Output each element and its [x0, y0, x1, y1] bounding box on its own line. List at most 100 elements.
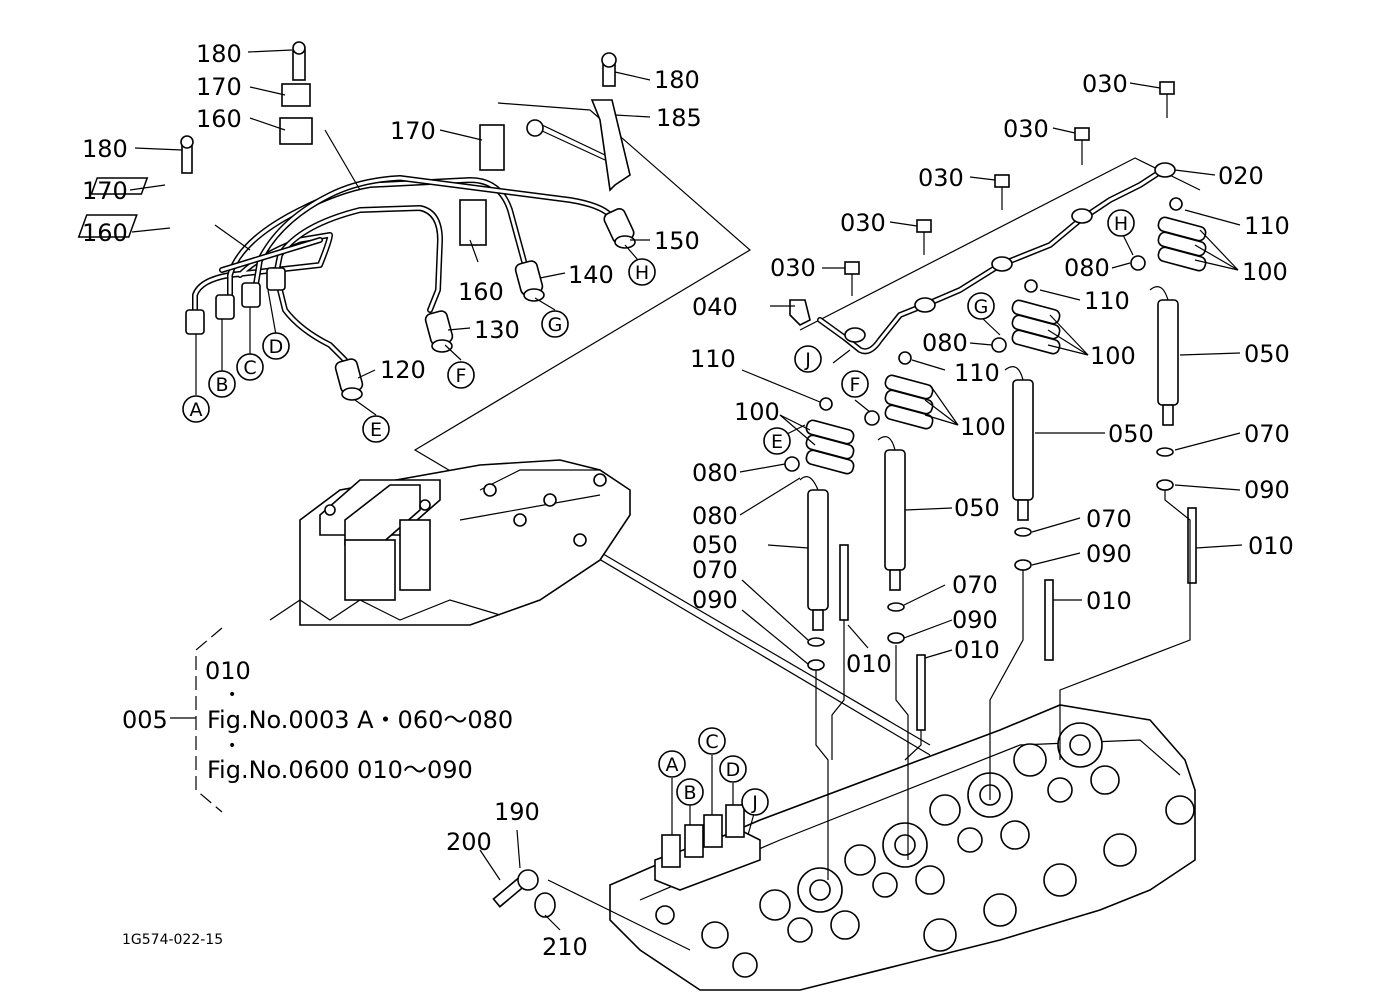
callout-090: 090 — [1244, 476, 1290, 504]
svg-text:C: C — [243, 357, 256, 379]
svg-text:D: D — [269, 336, 284, 358]
figure-code: 1G574-022-15 — [122, 932, 223, 948]
callout-150: 150 — [654, 227, 700, 255]
circle-letter-a: A — [658, 750, 686, 778]
callout-110: 110 — [954, 359, 1000, 387]
callout-140: 140 — [568, 261, 614, 289]
callout-030: 030 — [1082, 70, 1128, 98]
pipe-clamps — [77, 41, 631, 251]
circle-letter-g: G — [967, 292, 995, 320]
callout-050: 050 — [692, 531, 738, 559]
callout-010: 010 — [1086, 587, 1132, 615]
svg-text:J: J — [804, 349, 811, 371]
circle-letter-h: H — [1107, 209, 1135, 237]
circle-letter-c: C — [236, 353, 264, 381]
cylinder-head — [609, 704, 1196, 991]
svg-text:D: D — [726, 759, 741, 781]
circle-letter-f: F — [447, 361, 475, 389]
callout-160: 160 — [196, 105, 242, 133]
kit-line-3: Fig.No.0600 010～090 — [207, 756, 473, 784]
svg-text:H: H — [635, 262, 649, 284]
callout-110: 110 — [1244, 212, 1290, 240]
delivery-valves — [492, 755, 761, 951]
kit-line-1: 010 — [205, 657, 251, 685]
callout-010: 010 — [1248, 532, 1294, 560]
callout-100: 100 — [734, 398, 780, 426]
kit-bracket — [195, 627, 223, 813]
injection-pipes — [192, 175, 613, 363]
callout-labels: 180 170 160 180 170 160 170 160 180 185 … — [82, 40, 1294, 961]
svg-text:B: B — [215, 374, 228, 396]
callout-010: 010 — [846, 650, 892, 678]
svg-text:E: E — [370, 419, 382, 441]
svg-text:A: A — [666, 754, 679, 776]
callout-070: 070 — [692, 556, 738, 584]
svg-text:F: F — [850, 374, 861, 396]
circle-letter-a: A — [182, 395, 210, 423]
callout-110: 110 — [1084, 287, 1130, 315]
callout-080: 080 — [922, 329, 968, 357]
callout-070: 070 — [952, 571, 998, 599]
svg-text:G: G — [974, 296, 989, 318]
callout-050: 050 — [1108, 420, 1154, 448]
kit-number: 005 — [122, 706, 168, 734]
callout-080: 080 — [692, 459, 738, 487]
circle-letter-j: J — [794, 345, 822, 373]
callout-100: 100 — [1242, 258, 1288, 286]
callout-170: 170 — [82, 177, 128, 205]
callout-020: 020 — [1218, 162, 1264, 190]
svg-text:J: J — [751, 792, 758, 814]
circled-letters: A B C D E F G H J F E G H A B C D J — [182, 209, 1135, 816]
overflow-pipe — [789, 162, 1176, 355]
callout-080: 080 — [692, 502, 738, 530]
kit-dot-1: • — [228, 687, 236, 703]
circle-letter-h: H — [628, 258, 656, 286]
svg-text:A: A — [190, 399, 203, 421]
circle-letter-j: J — [741, 788, 769, 816]
svg-text:F: F — [456, 365, 467, 387]
callout-180: 180 — [654, 66, 700, 94]
callout-110: 110 — [690, 345, 736, 373]
callout-030: 030 — [840, 209, 886, 237]
callout-210: 210 — [542, 933, 588, 961]
injector-side-nuts — [334, 208, 636, 401]
injectors — [784, 197, 1207, 880]
callout-170: 170 — [196, 73, 242, 101]
circle-letter-d: D — [719, 755, 747, 783]
callout-185: 185 — [656, 104, 702, 132]
callout-030: 030 — [770, 254, 816, 282]
circle-letter-b: B — [208, 370, 236, 398]
callout-100: 100 — [960, 413, 1006, 441]
callout-160: 160 — [458, 278, 504, 306]
circle-letter-f: F — [841, 370, 869, 398]
kit-dot-2: • — [228, 738, 236, 754]
kit-line-2: Fig.No.0003 A・060～080 — [207, 706, 513, 734]
callout-050: 050 — [954, 494, 1000, 522]
callout-090: 090 — [1086, 540, 1132, 568]
circle-letter-b: B — [676, 778, 704, 806]
circle-letter-d: D — [262, 332, 290, 360]
circle-letter-c: C — [698, 727, 726, 755]
callout-180: 180 — [196, 40, 242, 68]
svg-text:B: B — [683, 782, 696, 804]
callout-080: 080 — [1064, 254, 1110, 282]
callout-170: 170 — [390, 117, 436, 145]
circle-letter-g: G — [541, 310, 569, 338]
callout-100: 100 — [1090, 342, 1136, 370]
callout-070: 070 — [1086, 505, 1132, 533]
callout-090: 090 — [952, 606, 998, 634]
svg-text:E: E — [771, 431, 783, 453]
callout-190: 190 — [494, 798, 540, 826]
pipe-end-nuts — [185, 267, 286, 335]
callout-200: 200 — [446, 828, 492, 856]
circle-letter-e: E — [763, 427, 791, 455]
callout-030: 030 — [1003, 115, 1049, 143]
callout-180: 180 — [82, 135, 128, 163]
svg-text:H: H — [1114, 213, 1128, 235]
circle-letter-e: E — [362, 415, 390, 443]
callout-030: 030 — [918, 164, 964, 192]
svg-text:G: G — [548, 314, 563, 336]
callout-040: 040 — [692, 293, 738, 321]
callout-090: 090 — [692, 586, 738, 614]
